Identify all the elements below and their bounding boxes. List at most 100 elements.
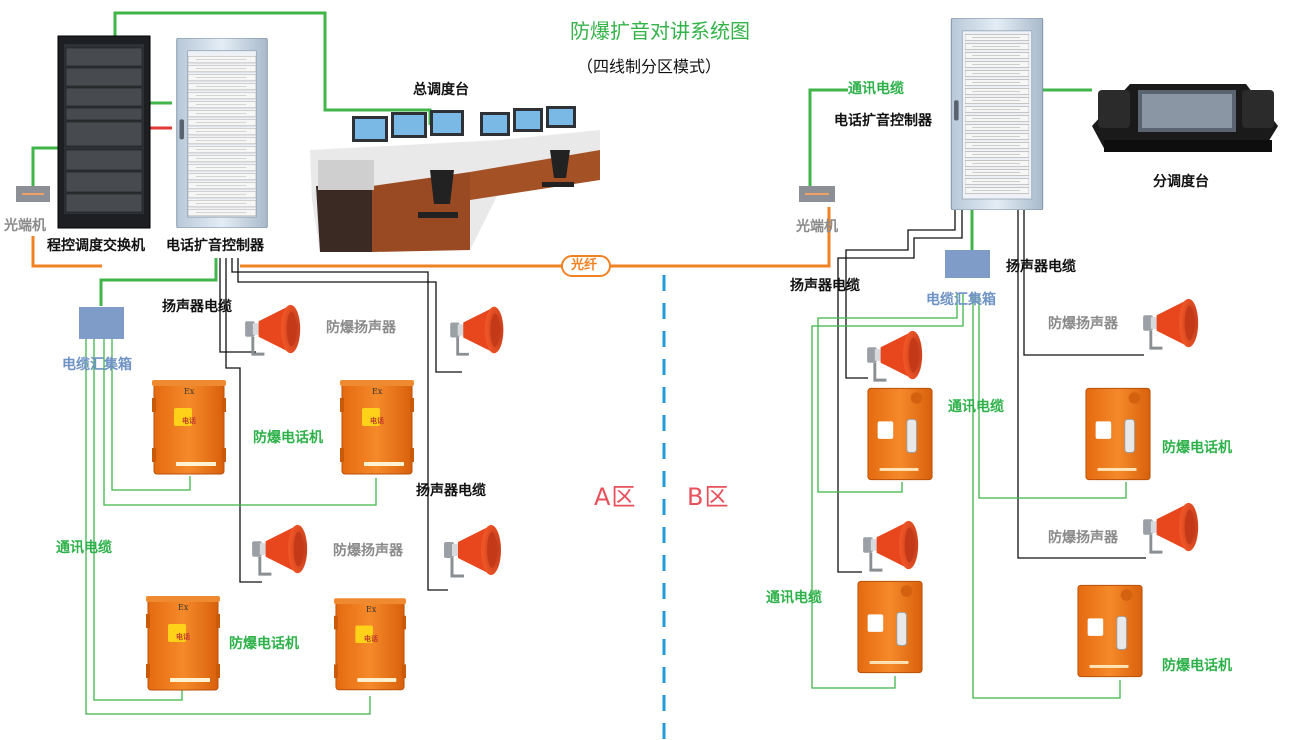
a-speaker-label-2: 防爆扬声器	[333, 543, 403, 559]
fiber-pill	[561, 255, 611, 277]
rack-unit	[188, 155, 256, 163]
sub-console-label: 分调度台	[1153, 174, 1209, 190]
rack-unit	[965, 43, 1029, 51]
a-speaker-cable-1: 扬声器电缆	[162, 299, 232, 315]
speaker-a1	[243, 303, 302, 356]
rack-unit	[188, 200, 256, 208]
b-comm-cable-mid: 通讯电缆	[948, 399, 1004, 415]
speaker-b1	[865, 329, 924, 382]
speaker-a4	[442, 523, 503, 578]
controller-a-cabinet	[176, 38, 268, 228]
phone-b2	[1085, 387, 1151, 481]
zone-b-label: B区	[687, 483, 730, 511]
b-speaker-cable-right: 扬声器电缆	[1006, 259, 1076, 275]
rack-unit	[188, 119, 256, 127]
controller-a-label: 电话扩音控制器	[166, 238, 264, 254]
diagram-title: 防爆扩音对讲系统图	[570, 19, 750, 43]
fiber-label: 光纤	[571, 258, 598, 273]
optical-terminal-b	[799, 186, 835, 202]
a-phone-label-2: 防爆电话机	[229, 636, 299, 652]
junction-box-a	[79, 307, 124, 339]
speaker-b4	[1141, 501, 1200, 554]
controller-b-label: 电话扩音控制器	[834, 113, 932, 129]
switch-label: 程控调度交换机	[47, 238, 145, 254]
cable-switch-console	[113, 11, 432, 125]
rack-unit	[188, 182, 256, 190]
junction-a-label: 电缆汇集箱	[62, 357, 132, 373]
b-comm-cable-low: 通讯电缆	[766, 590, 822, 606]
rack-unit	[965, 70, 1029, 78]
a-comm-cable-label: 通讯电缆	[56, 540, 112, 556]
rack-unit	[965, 187, 1029, 195]
rack-unit	[965, 106, 1029, 114]
b-speaker-cable-left: 扬声器电缆	[790, 278, 860, 294]
rack-unit	[965, 97, 1029, 105]
rack-unit	[188, 56, 256, 64]
rack-unit	[965, 133, 1029, 141]
fiber-right	[810, 207, 831, 268]
rack-unit	[965, 52, 1029, 60]
rack-unit	[188, 83, 256, 91]
b-phone-label-1: 防爆电话机	[1162, 440, 1232, 456]
rack-unit	[965, 115, 1029, 123]
main-console-image	[310, 106, 600, 252]
cable-controller-junction-a	[99, 258, 218, 306]
b-speaker-label-2: 防爆扬声器	[1048, 530, 1118, 546]
controller-b-cabinet	[950, 18, 1044, 210]
phone-a4-badge: 电话	[364, 634, 378, 643]
a-phone-label-1: 防爆电话机	[253, 430, 323, 446]
rack-unit	[188, 209, 256, 217]
rack-unit	[965, 178, 1029, 186]
rack-unit	[965, 88, 1029, 96]
phone-a4-ex: Ex	[366, 605, 377, 614]
rack-unit	[188, 146, 256, 154]
speaker-b2	[1141, 297, 1200, 350]
optical-b-label: 光端机	[796, 219, 838, 235]
main-console-label: 总调度台	[413, 82, 469, 98]
phone-a1-badge: 电话	[182, 416, 196, 425]
rack-unit	[965, 61, 1029, 69]
optical-a-label: 光端机	[4, 218, 46, 234]
fiber-left	[31, 236, 102, 268]
junction-b-label: 电缆汇集箱	[926, 292, 996, 308]
rack-unit	[965, 124, 1029, 132]
wiring-layer	[31, 11, 1146, 740]
phone-a2-badge: 电话	[370, 416, 384, 425]
rack-unit	[188, 74, 256, 82]
diagram-subtitle: （四线制分区模式）	[577, 57, 722, 76]
rack-unit	[965, 160, 1029, 168]
rack-unit	[965, 79, 1029, 87]
phone-b3	[857, 580, 923, 674]
rack-unit	[965, 151, 1029, 159]
phone-a2-ex: Ex	[372, 387, 383, 396]
rack-unit	[965, 169, 1029, 177]
sub-console-image	[1092, 84, 1278, 152]
junction-box-b	[945, 250, 990, 278]
phone-a3-ex: Ex	[178, 603, 189, 612]
b-comm-cable-top: 通讯电缆	[848, 81, 904, 97]
a-speaker-label-1: 防爆扬声器	[326, 320, 396, 336]
phone-a1-ex: Ex	[184, 387, 195, 396]
rack-unit	[188, 191, 256, 199]
b-speaker-label-1: 防爆扬声器	[1048, 316, 1118, 332]
phone-b4	[1077, 584, 1143, 678]
rack-unit	[188, 92, 256, 100]
rack-unit	[188, 101, 256, 109]
switch-rack	[57, 35, 151, 229]
rack-unit	[188, 65, 256, 73]
zone-a-label: A区	[594, 483, 637, 511]
rack-unit	[965, 34, 1029, 42]
rack-unit	[188, 110, 256, 118]
cable-switch-optical-a	[31, 146, 58, 186]
speaker-a3	[250, 523, 309, 576]
a-speaker-cable-2: 扬声器电缆	[416, 483, 486, 499]
optical-terminal-a	[16, 186, 50, 202]
rack-unit	[188, 164, 256, 172]
phone-a3-badge: 电话	[176, 632, 190, 641]
b-phone-label-2: 防爆电话机	[1162, 658, 1232, 674]
phone-b1	[867, 387, 933, 481]
speaker-a2	[448, 305, 505, 356]
rack-unit	[188, 128, 256, 136]
rack-unit	[965, 142, 1029, 150]
